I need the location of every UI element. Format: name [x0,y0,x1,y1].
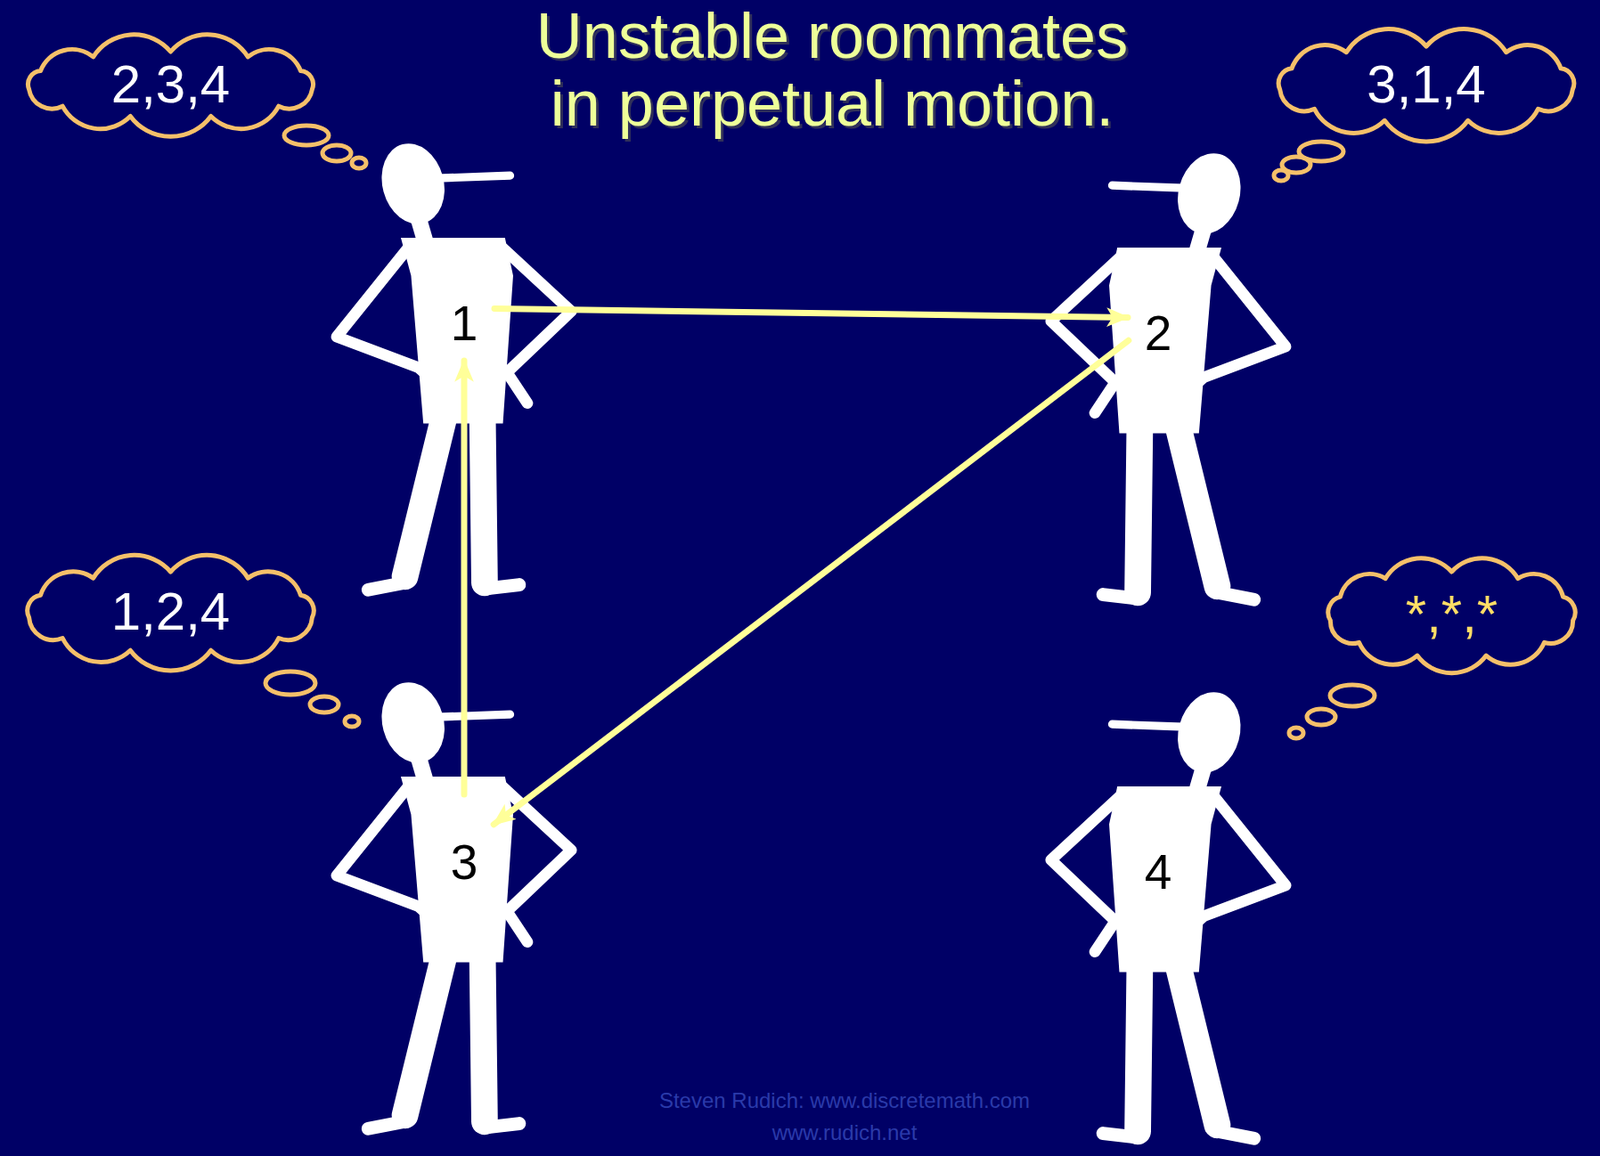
thought-bubble [322,145,352,162]
cloud-outline-path [28,33,314,137]
preference-list: *,*,* [1405,587,1498,642]
preference-arrow [461,360,468,795]
thought-bubble [284,125,329,146]
roommate-figure: 4 [1131,808,1185,907]
preference-list: 3,1,4 [1366,57,1486,112]
thought-bubble [1330,685,1375,707]
cloud-outline-path [1278,28,1575,142]
thought-cloud: *,*,* [1311,555,1592,674]
thought-cloud: 3,1,4 [1260,30,1592,139]
roommate-number: 4 [1144,848,1173,898]
roommate-number: 2 [1144,309,1173,359]
preference-list: 1,2,4 [111,585,230,639]
preference-arrow [493,340,1129,825]
roommate-figure: 1 [437,259,491,358]
thought-bubble [351,157,367,169]
thought-bubble [310,696,339,713]
slide-title: Unstable roommates in perpetual motion. [502,1,1162,138]
watermark: www.rudich.net [772,1120,918,1146]
thought-bubble [344,716,360,727]
thought-cloud: 1,2,4 [9,555,332,669]
thought-bubble [265,671,316,695]
roommate-figure: 2 [1131,269,1185,368]
preference-list: 2,3,4 [111,57,230,112]
stick-figure [336,136,572,590]
thought-bubble [1273,170,1289,181]
watermark: Steven Rudich: www.discretemath.com [659,1088,1030,1114]
preference-arrow [494,308,1128,318]
thought-cloud: 2,3,4 [9,35,332,134]
roommate-number: 1 [450,299,479,349]
cloud-outline-path [27,555,314,671]
thought-bubbles [265,125,1375,739]
stick-figure [1051,685,1286,1139]
thought-bubble [1306,709,1336,726]
roommate-number: 3 [450,838,479,888]
thought-bubble [1289,727,1304,739]
roommate-figure: 3 [437,798,491,897]
cloud-outline-path [1328,558,1576,674]
stick-figure [336,675,572,1129]
